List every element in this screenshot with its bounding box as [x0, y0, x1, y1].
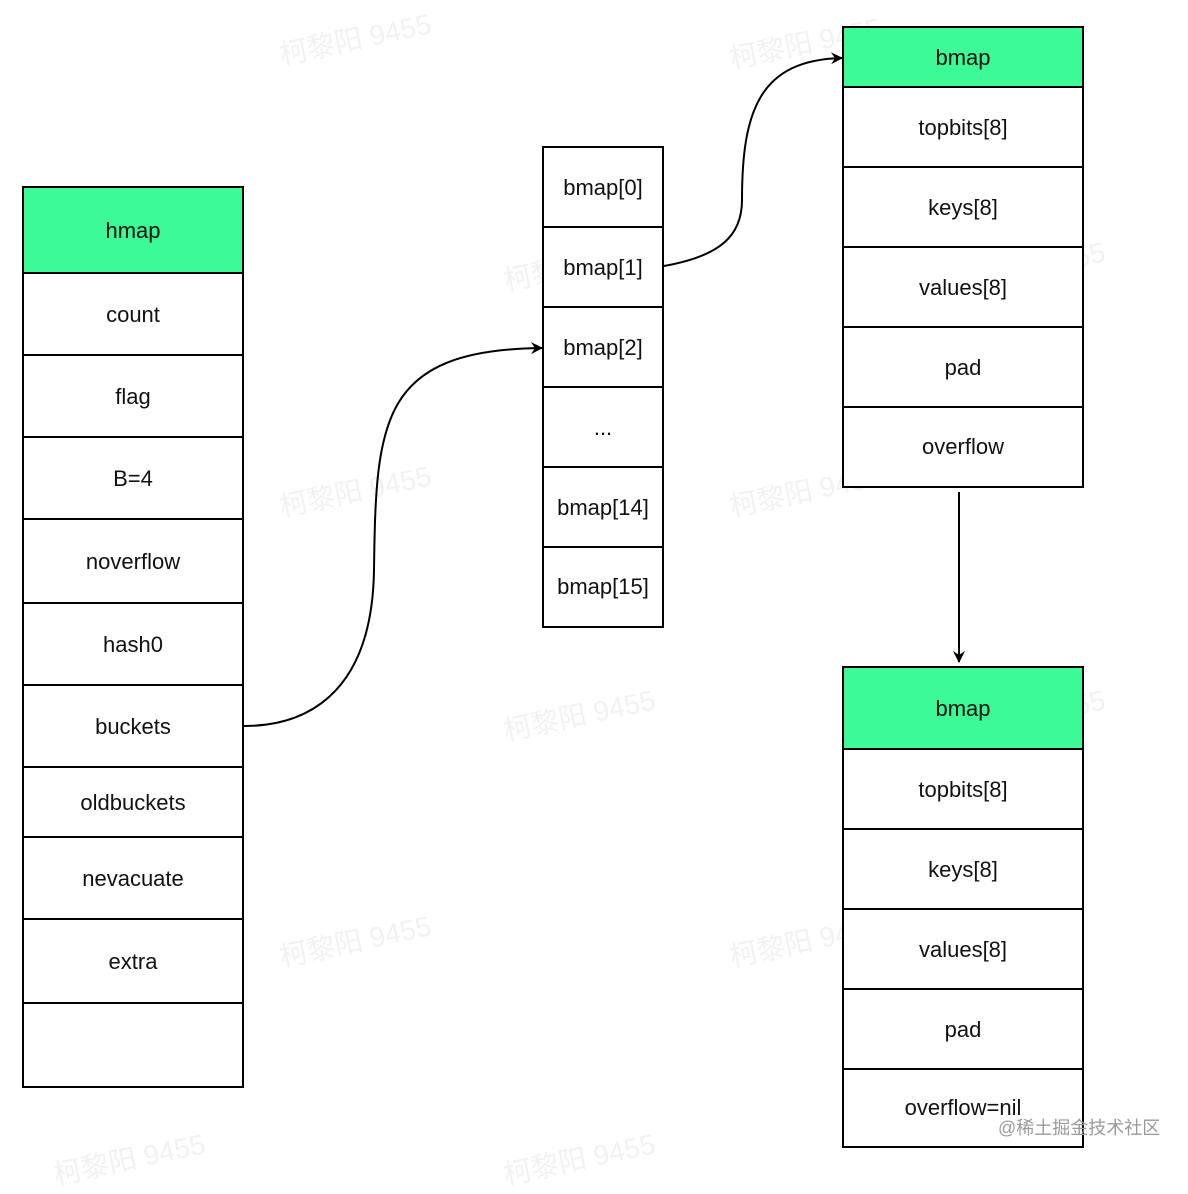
hmap-field-flag: flag [24, 354, 242, 438]
connector-layer [243, 52, 965, 727]
bucket-item: ... [544, 386, 662, 468]
bucket-item: bmap[2] [544, 306, 662, 388]
arrow-bmap1-to-bmap [663, 52, 843, 267]
hmap-field-buckets: buckets [24, 684, 242, 768]
hmap-field-empty [24, 1002, 242, 1086]
hmap-field-noverflow: noverflow [24, 518, 242, 604]
bmap-bottom-field-overflow: overflow=nil [844, 1068, 1082, 1146]
hmap-struct: hmap count flag B=4 noverflow hash0 buck… [22, 186, 244, 1088]
bmap-top-field-overflow: overflow [844, 406, 1082, 486]
arrow-buckets-to-bucket-array [243, 342, 543, 727]
hmap-field-oldbuckets: oldbuckets [24, 766, 242, 838]
hmap-field-b: B=4 [24, 436, 242, 520]
source-credit: @稀土掘金技术社区 [998, 1118, 1161, 1138]
bmap-top-header: bmap [844, 28, 1082, 88]
hmap-field-count: count [24, 272, 242, 356]
bmap-bottom-field-pad: pad [844, 988, 1082, 1070]
bmap-top-field-values: values[8] [844, 246, 1082, 328]
bmap-bottom-field-keys: keys[8] [844, 828, 1082, 910]
bucket-item: bmap[14] [544, 466, 662, 548]
hmap-field-hash0: hash0 [24, 602, 242, 686]
bmap-bottom-field-topbits: topbits[8] [844, 748, 1082, 830]
hmap-field-extra: extra [24, 918, 242, 1004]
bmap-bottom-struct: bmap topbits[8] keys[8] values[8] pad ov… [842, 666, 1084, 1148]
bmap-bottom-header: bmap [844, 668, 1082, 750]
bmap-top-field-topbits: topbits[8] [844, 86, 1082, 168]
bucket-item: bmap[0] [563, 175, 643, 200]
hmap-header: hmap [24, 188, 242, 274]
bucket-item: bmap[15] [544, 546, 662, 626]
hmap-field-nevacuate: nevacuate [24, 836, 242, 920]
bucket-array: bmap[0] bmap[1] bmap[2] ... bmap[14] bma… [542, 146, 664, 628]
bmap-top-field-pad: pad [844, 326, 1082, 408]
bmap-top-field-keys: keys[8] [844, 166, 1082, 248]
bucket-item: bmap[1] [544, 226, 662, 308]
bmap-bottom-field-values: values[8] [844, 908, 1082, 990]
bmap-top-struct: bmap topbits[8] keys[8] values[8] pad ov… [842, 26, 1084, 488]
